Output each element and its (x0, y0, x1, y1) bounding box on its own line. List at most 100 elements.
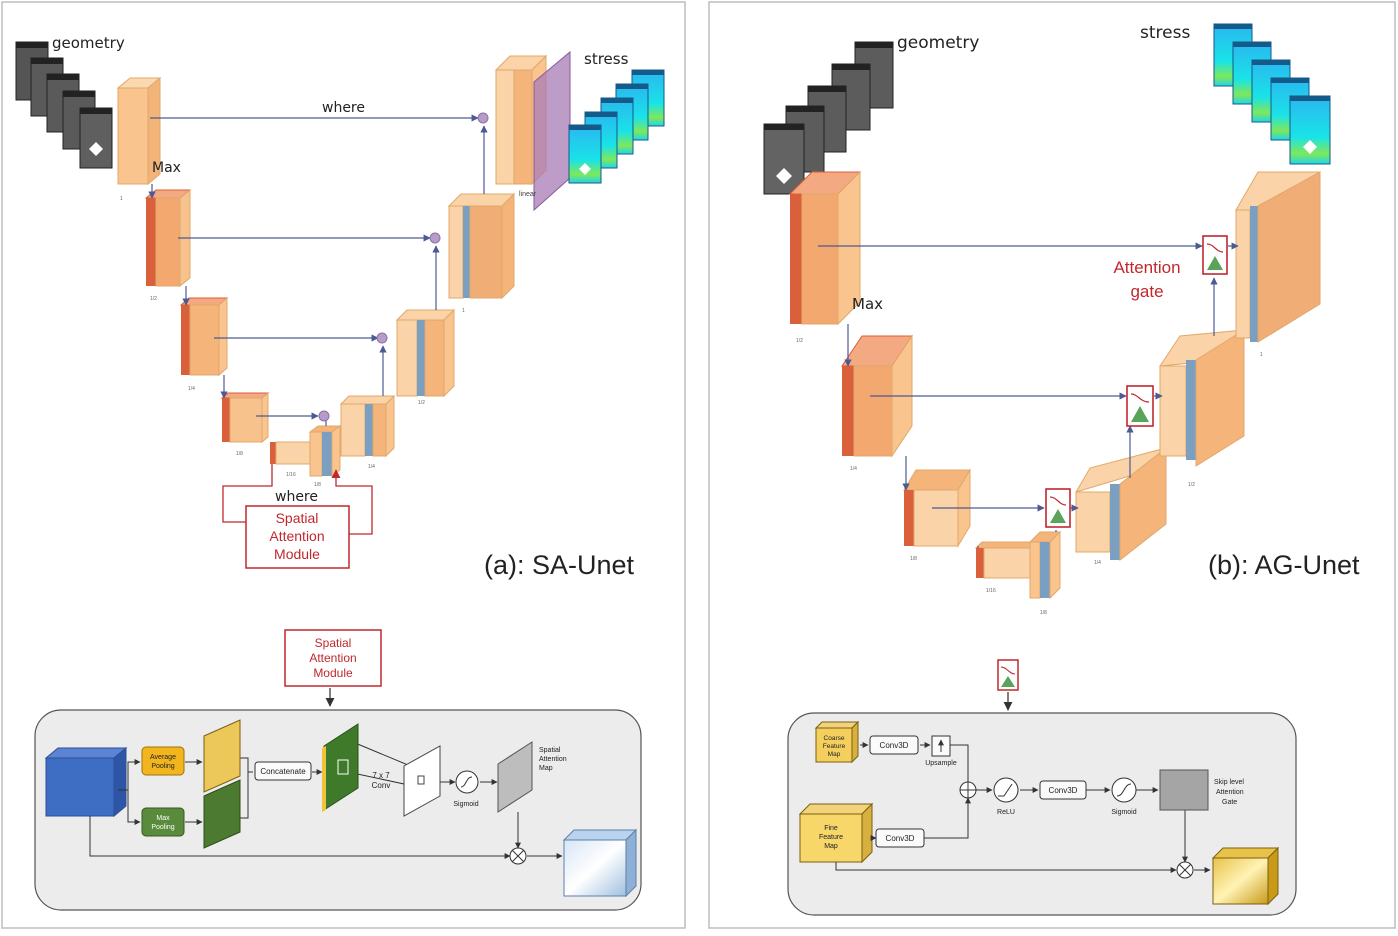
scale-label-a-1: 1 (120, 196, 123, 202)
coarse-line-2: Feature (823, 743, 846, 750)
bottleneck-label-a: where (275, 489, 318, 505)
geometry-stack-a (15, 41, 113, 169)
skip-gate-line-3: Gate (1222, 799, 1237, 806)
skip-connections-a (148, 114, 488, 426)
decoder-block-b-2 (1074, 446, 1168, 562)
avg-feature-map (203, 719, 241, 793)
skip-connections-b (818, 242, 1239, 548)
scale-label-b-3: 1/8 (910, 556, 917, 562)
geometry-label-b: geometry (897, 33, 979, 53)
encoder-block-b-2 (841, 334, 913, 458)
input-cube-a (44, 746, 128, 818)
gate-label-line-2: gate (1130, 282, 1163, 301)
scale-label-b-8: 1 (1260, 352, 1263, 358)
module-callout-line-2: Attention (309, 651, 356, 665)
scale-label-a-4: 1/8 (236, 451, 243, 457)
concat-feature-map (322, 723, 359, 812)
scale-label-a-6: 1/8 (314, 482, 321, 488)
conv-label-line-1: 7 x 7 (372, 771, 390, 780)
encoder-block-b-1 (788, 170, 862, 326)
fine-feature-cube (798, 802, 874, 864)
skip-gate-line-2: Attention (1216, 789, 1244, 796)
skip-label-a: where (322, 100, 365, 116)
caption-a: (a): SA-Unet (484, 550, 635, 580)
module-label-a-line-3: Module (274, 546, 320, 562)
fine-line-1: Fine (824, 825, 838, 832)
decoder-block-b-3 (1158, 329, 1246, 467)
coarse-feature-cube (814, 720, 860, 764)
max-pool-box (141, 807, 185, 837)
stress-label-b: stress (1140, 23, 1190, 43)
conv3d-mid-box (1039, 780, 1087, 800)
sigmoid-node-b (1111, 777, 1137, 803)
sigmoid-label-a: Sigmoid (453, 801, 478, 808)
scale-label-b-6: 1/4 (1094, 560, 1101, 566)
max-feature-map (203, 779, 241, 849)
spatial-attention-module-a (245, 505, 350, 569)
coarse-line-1: Coarse (824, 735, 845, 742)
pool-label-b: Max (852, 295, 883, 313)
skip-merge-nodes-a (318, 112, 489, 422)
scale-label-a-7: 1/4 (368, 464, 375, 470)
bottleneck-block-a (270, 441, 313, 465)
decoder-block-b-4 (1235, 171, 1321, 343)
encoder-block-a-4 (220, 391, 270, 444)
encoder-block-a-1 (116, 76, 162, 186)
linear-label-a: linear (519, 191, 537, 198)
sigmoid-label-b: Sigmoid (1111, 809, 1136, 816)
conv3d-top-box (869, 735, 919, 755)
bottleneck-block-b (974, 541, 1038, 579)
coarse-line-3: Map (828, 751, 841, 758)
module-callout-line-1: Spatial (315, 636, 352, 650)
relu-label: ReLU (997, 809, 1015, 816)
conv3d-top-label: Conv3D (880, 741, 909, 750)
scale-label-a-9: 1 (462, 308, 465, 314)
attention-gate-b-1 (1202, 235, 1228, 275)
geometry-label-a: geometry (52, 34, 125, 52)
scale-labels-b: 1/2 1/4 1/8 1/16 1/8 1/4 1/2 1 (796, 338, 1263, 616)
module-label-a-line-2: Attention (269, 528, 324, 544)
decoder-block-b-1 (1028, 530, 1062, 600)
decoder-block-a-2 (339, 394, 396, 458)
sigmoid-icon (460, 776, 473, 788)
detail-flows-b (835, 742, 1211, 873)
scale-label-b-1: 1/2 (796, 338, 803, 344)
detail-box-b (787, 712, 1297, 916)
geometry-stack-b (763, 41, 894, 195)
skip-gate-line-1: Skip level (1214, 779, 1244, 786)
module-loop-left (222, 464, 273, 523)
attention-map-line-3: Map (539, 765, 553, 772)
upsample-node (931, 735, 951, 757)
avg-pool-box (141, 746, 185, 776)
scale-label-a-5: 1/16 (286, 472, 296, 478)
module-loop-right (331, 469, 373, 535)
panel-a: geometry stress (15, 34, 665, 911)
module-label-a: Spatial Attention Module (269, 510, 324, 562)
module-callout-line-3: Module (313, 666, 353, 680)
scale-label-a-3: 1/4 (188, 386, 195, 392)
module-callout-a (284, 629, 382, 687)
avg-pool-line-1: Average (150, 754, 176, 761)
attention-map-line-1: Spatial (539, 747, 561, 754)
scale-label-b-5: 1/8 (1040, 610, 1047, 616)
caption-b: (b): AG-Unet (1208, 550, 1360, 580)
output-cube-b (1211, 846, 1280, 906)
concatenate-label: Concatenate (260, 767, 306, 776)
relu-node (993, 777, 1019, 803)
scale-label-a-2: 1/2 (150, 296, 157, 302)
scale-label-b-4: 1/16 (986, 588, 996, 594)
conv3d-mid-label: Conv3D (1049, 786, 1078, 795)
scale-label-a-8: 1/2 (418, 400, 425, 406)
attention-map-line-2: Attention (539, 756, 567, 763)
scale-labels-a: 1 1/2 1/4 1/8 1/16 1/8 1/4 1/2 1 (120, 196, 465, 488)
output-cube-a (562, 828, 638, 898)
sigmoid-node-a (455, 770, 479, 794)
attention-gate-b-3 (1045, 488, 1071, 528)
add-node-b (959, 781, 977, 799)
pool-label-a: Max (152, 160, 181, 176)
max-pool-line-2: Pooling (151, 824, 174, 831)
module-label-a-line-1: Spatial (276, 510, 319, 526)
multiply-node-b (1176, 861, 1194, 879)
max-pool-line-1: Max (156, 815, 170, 822)
